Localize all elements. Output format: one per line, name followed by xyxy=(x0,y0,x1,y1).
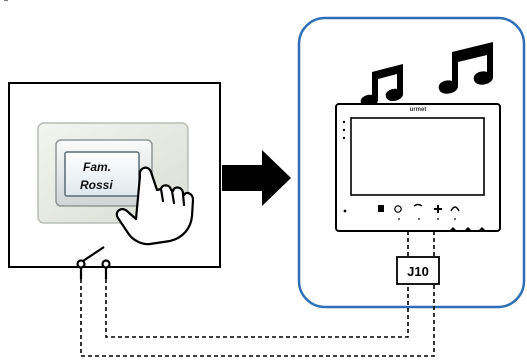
music-note-icon xyxy=(438,42,493,94)
switch-symbol xyxy=(76,246,111,279)
key-door-icon xyxy=(434,205,442,213)
corner-mark: “ xyxy=(4,0,8,10)
terminal-block-label: J10 xyxy=(407,264,429,279)
arrow-right-icon xyxy=(222,150,291,206)
nameplate-line-1: Fam. xyxy=(83,160,111,174)
video-intercom-unit: urmet xyxy=(297,16,526,309)
monitor-keys xyxy=(378,203,485,230)
music-note-icon xyxy=(360,64,403,107)
monitor-brand: urmet xyxy=(410,107,427,113)
monitor-side-leds xyxy=(342,120,346,140)
key-call-icon xyxy=(450,206,460,212)
key-handset-icon xyxy=(413,203,423,207)
dashed-wiring xyxy=(80,231,435,357)
hand-pointer-icon xyxy=(115,166,195,246)
nameplate-line-2: Rossi xyxy=(80,178,113,192)
terminal-block xyxy=(396,256,440,285)
monitor-screen xyxy=(350,117,485,196)
key-camera-icon xyxy=(394,205,402,213)
microphone-dot xyxy=(343,209,347,213)
push-button-panel: Fam. Rossi xyxy=(8,82,221,279)
key-menu-icon xyxy=(378,205,384,212)
